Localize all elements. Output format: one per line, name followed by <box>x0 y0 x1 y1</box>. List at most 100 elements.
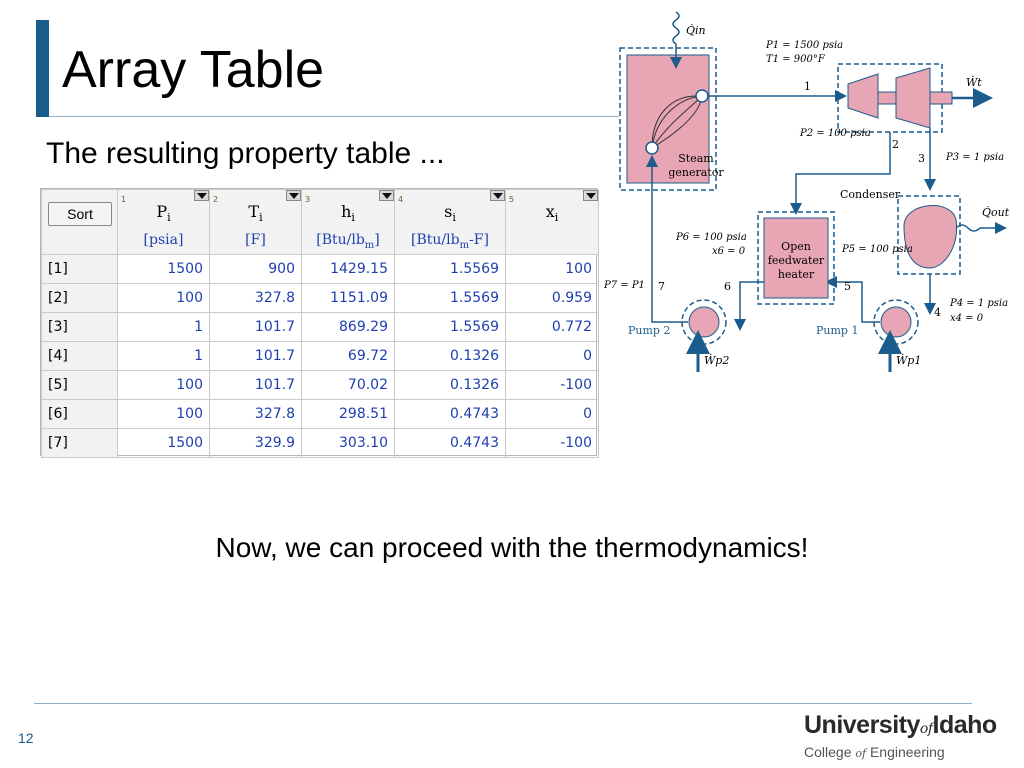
table-cell[interactable]: 0 <box>505 341 599 371</box>
flow-line-6 <box>734 281 764 331</box>
column-unit: [Btu/lbm-F] <box>411 232 489 251</box>
state3-pressure: P3 = 1 psia <box>945 152 1004 163</box>
turbine <box>837 63 953 133</box>
table-cell[interactable]: -100 <box>505 370 599 400</box>
column-name: hi <box>341 202 355 225</box>
table-cell[interactable]: 1151.09 <box>301 283 395 313</box>
table-cell[interactable]: 1429.15 <box>301 254 395 284</box>
table-cell[interactable]: -100 <box>505 428 599 458</box>
steam-generator: Steam generator <box>619 47 724 191</box>
page-number: 12 <box>18 730 34 746</box>
column-menu-icon[interactable] <box>583 190 598 201</box>
heat-input-arrow <box>670 11 682 69</box>
table-cell[interactable]: 329.9 <box>209 428 302 458</box>
state-number: 4 <box>934 306 941 319</box>
column-header-s: 4 si [Btu/lbm-F] <box>394 189 506 255</box>
table-cell[interactable]: 0 <box>505 399 599 429</box>
state7-pressure: P7 = P1 <box>603 280 645 291</box>
table-cell[interactable]: 101.7 <box>209 312 302 342</box>
column-index: 2 <box>213 195 219 204</box>
table-cell[interactable]: 0.959 <box>505 283 599 313</box>
heat-input-label: Q̇in <box>686 24 706 37</box>
table-cell[interactable]: 0.4743 <box>394 428 506 458</box>
footer-divider <box>34 703 972 704</box>
column-name: Ti <box>248 202 263 225</box>
state-number: 6 <box>724 280 731 293</box>
table-cell[interactable]: 303.10 <box>301 428 395 458</box>
closing-note: Now, we can proceed with the thermodynam… <box>215 532 809 563</box>
state4-quality: x4 = 0 <box>950 313 984 324</box>
flow-line-7 <box>646 155 688 323</box>
slide-subtitle: The resulting property table ... <box>46 137 445 170</box>
condenser-label: Condenser <box>840 188 901 201</box>
column-menu-icon[interactable] <box>286 190 301 201</box>
state-number: 2 <box>892 138 899 151</box>
condenser: Condenser <box>840 188 981 275</box>
state2-pressure: P2 = 100 psia <box>799 128 871 139</box>
table-cell[interactable]: 1.5569 <box>394 312 506 342</box>
column-menu-icon[interactable] <box>379 190 394 201</box>
table-cell[interactable]: 70.02 <box>301 370 395 400</box>
column-header-x: 5 xi <box>505 189 599 255</box>
table-cell[interactable]: 1.5569 <box>394 283 506 313</box>
flow-line-5 <box>825 276 880 323</box>
table-cell[interactable]: 100 <box>117 283 210 313</box>
column-index: 4 <box>398 195 404 204</box>
table-cell[interactable]: 101.7 <box>209 370 302 400</box>
column-header-t: 2 Ti [F] <box>209 189 302 255</box>
table-cell[interactable]: 0.1326 <box>394 370 506 400</box>
table-cell[interactable]: 327.8 <box>209 399 302 429</box>
fwh-label: Open <box>781 240 811 253</box>
university-logo: UniversityofIdaho College of Engineering <box>804 711 1016 761</box>
heat-output-label: Q̇out <box>982 206 1010 219</box>
state-number: 5 <box>844 280 851 293</box>
sort-header-cell: Sort <box>41 189 118 255</box>
pump2-work-label: Ẇp2 <box>704 353 729 367</box>
table-cell[interactable]: 0.4743 <box>394 399 506 429</box>
table-cell[interactable]: 1500 <box>117 428 210 458</box>
row-label: [5] <box>41 370 118 400</box>
rankine-cycle-diagram: Steam generator Q̇in 1 P1 = 1500 psia T1… <box>603 11 1010 372</box>
table-cell[interactable]: 869.29 <box>301 312 395 342</box>
table-cell[interactable]: 100 <box>505 254 599 284</box>
column-header-h: 3 hi [Btu/lbm] <box>301 189 395 255</box>
table-cell[interactable]: 0.1326 <box>394 341 506 371</box>
state-number: 1 <box>804 80 811 93</box>
state6-quality: x6 = 0 <box>712 246 746 257</box>
state1-pressure: P1 = 1500 psia <box>765 40 843 51</box>
logo-college: College of Engineering <box>804 744 945 760</box>
open-feedwater-heater: Open feedwater heater <box>757 211 835 305</box>
table-cell[interactable]: 0.772 <box>505 312 599 342</box>
table-cell[interactable]: 900 <box>209 254 302 284</box>
table-cell[interactable]: 1.5569 <box>394 254 506 284</box>
table-cell[interactable]: 69.72 <box>301 341 395 371</box>
title-accent-bar <box>36 20 49 117</box>
table-cell[interactable]: 1500 <box>117 254 210 284</box>
state-number: 7 <box>658 280 665 293</box>
table-cell[interactable]: 1 <box>117 312 210 342</box>
column-name: Pi <box>156 202 171 225</box>
column-index: 1 <box>121 195 127 204</box>
pump2-label: Pump 2 <box>628 324 670 337</box>
column-menu-icon[interactable] <box>490 190 505 201</box>
sort-button[interactable]: Sort <box>48 202 112 226</box>
table-cell[interactable]: 298.51 <box>301 399 395 429</box>
table-cell[interactable]: 1 <box>117 341 210 371</box>
row-label: [3] <box>41 312 118 342</box>
table-cell[interactable]: 100 <box>117 370 210 400</box>
column-menu-icon[interactable] <box>194 190 209 201</box>
fwh-label: heater <box>778 268 815 281</box>
table-cell[interactable]: 100 <box>117 399 210 429</box>
column-unit: [F] <box>245 232 266 249</box>
row-label: [7] <box>41 428 118 458</box>
table-cell[interactable]: 327.8 <box>209 283 302 313</box>
column-name: si <box>444 202 456 225</box>
state5-pressure: P5 = 100 psia <box>841 244 913 255</box>
row-label: [4] <box>41 341 118 371</box>
table-cell[interactable]: 101.7 <box>209 341 302 371</box>
